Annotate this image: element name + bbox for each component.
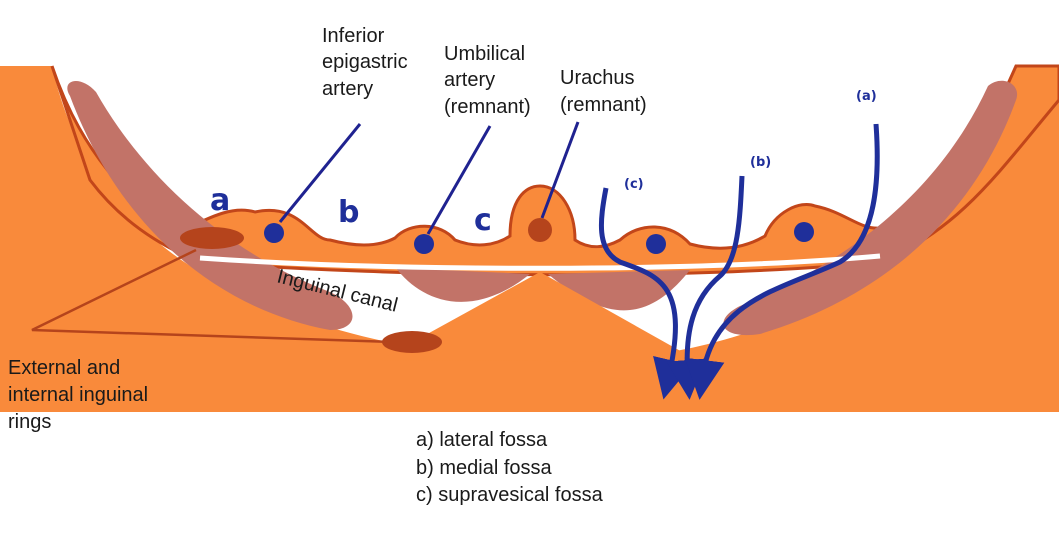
- fossa-letter-b: b: [338, 195, 359, 230]
- arrow-path-c: [598, 187, 693, 400]
- pointer-inguinal-rings: [31, 248, 393, 344]
- legend-item-c: c) supravesical fossa: [416, 484, 604, 506]
- pointer-umbilical: [426, 125, 492, 235]
- internal-inguinal-ring: [180, 227, 244, 249]
- inferior-epigastric-vessel-left: [264, 223, 284, 243]
- external-inguinal-ring: [382, 331, 442, 353]
- fascia-line: [199, 253, 881, 271]
- right-muscle: [723, 80, 1018, 336]
- arrow-letter-a: (a): [856, 89, 877, 104]
- peritoneal-cavity: [52, 66, 1016, 245]
- label-urachus: Urachus (remnant): [560, 67, 647, 116]
- legend-item-b: b) medial fossa: [416, 457, 552, 479]
- umbilical-artery-left: [414, 234, 434, 254]
- fossa-letter-a: a: [210, 183, 230, 218]
- label-umbilical-artery: Umbilical artery (remnant): [444, 43, 531, 118]
- left-muscle: [67, 80, 353, 331]
- arrow-path-b: [666, 175, 745, 400]
- pointer-inferior-epigastric: [278, 123, 362, 223]
- legend-item-a: a) lateral fossa: [416, 429, 548, 451]
- inferior-epigastric-vessel-right: [794, 222, 814, 242]
- abdominal-wall-band: [0, 66, 1059, 412]
- label-inguinal-rings: External and internal inguinal rings: [8, 357, 154, 433]
- legend: a) lateral fossa b) medial fossa c) supr…: [416, 429, 604, 506]
- central-muscle-left: [396, 268, 530, 302]
- arrow-letter-c: (c): [624, 177, 644, 192]
- label-inferior-epigastric: Inferior epigastric artery: [322, 25, 413, 100]
- fossa-letter-c: c: [474, 203, 492, 238]
- arrow-letter-b: (b): [750, 155, 771, 170]
- arrow-path-a: [684, 123, 880, 400]
- umbilical-artery-right: [646, 234, 666, 254]
- central-wedge: [380, 272, 700, 362]
- urachus-remnant: [528, 218, 552, 242]
- pointer-urachus: [540, 121, 580, 219]
